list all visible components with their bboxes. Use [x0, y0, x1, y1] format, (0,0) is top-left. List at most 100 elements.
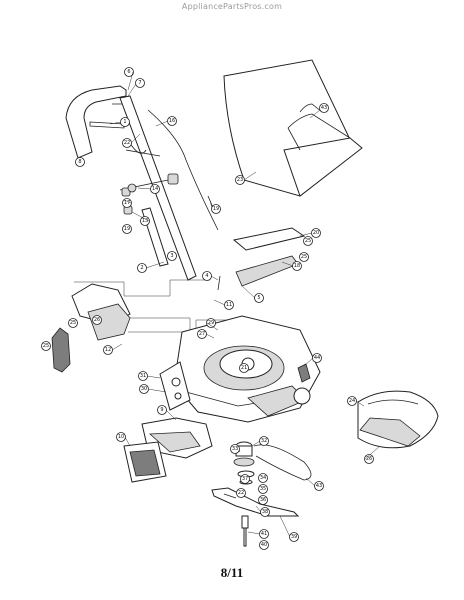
- svg-text:36: 36: [260, 497, 266, 503]
- svg-text:26: 26: [366, 456, 372, 462]
- svg-text:33: 33: [232, 446, 238, 452]
- callout-leaders: [109, 71, 381, 538]
- svg-text:12: 12: [105, 347, 111, 353]
- callout-41: 41: [259, 529, 269, 539]
- callout-6: 6: [124, 67, 134, 77]
- callout-5: 5: [254, 293, 264, 303]
- drive-belt: [253, 444, 312, 481]
- svg-text:39: 39: [291, 534, 297, 540]
- svg-text:40: 40: [261, 542, 267, 548]
- svg-text:1: 1: [123, 119, 126, 125]
- callout-25-door: 25: [303, 236, 313, 246]
- svg-text:25: 25: [305, 238, 311, 244]
- callout-20: 20: [311, 228, 321, 238]
- assembly-guide-lines: [74, 279, 240, 333]
- callout-18: 18: [292, 261, 302, 271]
- callout-2: 2: [137, 263, 147, 273]
- callout-22-blade: 22: [236, 488, 246, 498]
- rear-door: [217, 227, 306, 291]
- svg-text:8: 8: [78, 159, 81, 165]
- svg-text:17: 17: [124, 200, 130, 206]
- callout-8: 8: [75, 157, 85, 167]
- callout-16: 16: [167, 116, 177, 126]
- callout-35: 35: [258, 484, 268, 494]
- callout-32: 32: [259, 436, 269, 446]
- front-skirt: [357, 390, 439, 449]
- svg-text:3: 3: [170, 253, 173, 259]
- handle-knobs: [121, 173, 215, 215]
- callout-43-bag: 43: [319, 103, 329, 113]
- svg-text:30: 30: [141, 386, 147, 392]
- svg-text:10: 10: [118, 434, 124, 440]
- svg-text:38: 38: [262, 509, 268, 515]
- svg-text:19: 19: [213, 206, 219, 212]
- svg-text:9: 9: [160, 407, 163, 413]
- svg-text:14: 14: [152, 186, 158, 192]
- svg-text:43: 43: [321, 105, 327, 111]
- svg-text:35: 35: [260, 486, 266, 492]
- callout-19-right: 19: [211, 204, 221, 214]
- callout-4: 4: [202, 271, 212, 281]
- air-filter: [123, 441, 167, 483]
- callout-14: 14: [150, 184, 160, 194]
- svg-text:25: 25: [70, 320, 76, 326]
- callout-29: 29: [206, 318, 216, 328]
- callout-13: 13: [140, 216, 150, 226]
- callout-26-skirt: 26: [364, 454, 374, 464]
- svg-text:20: 20: [313, 230, 319, 236]
- site-watermark: AppliancePartsPros.com: [181, 2, 283, 11]
- callout-1: 1: [120, 117, 130, 127]
- callout-33: 33: [230, 444, 240, 454]
- svg-text:5: 5: [257, 295, 260, 301]
- callout-30: 30: [139, 384, 149, 394]
- callout-40: 40: [259, 540, 269, 550]
- callout-19-left: 19: [122, 224, 132, 234]
- svg-text:29: 29: [208, 320, 214, 326]
- callout-34: 34: [258, 473, 268, 483]
- callout-9: 9: [157, 405, 167, 415]
- svg-text:43: 43: [316, 483, 322, 489]
- callout-22-upper: 22: [122, 138, 132, 148]
- callout-17: 17: [122, 198, 132, 208]
- svg-text:34: 34: [260, 475, 266, 481]
- svg-text:6: 6: [127, 69, 130, 75]
- callout-23: 23: [235, 175, 245, 185]
- svg-text:19: 19: [124, 226, 130, 232]
- svg-text:18: 18: [294, 263, 300, 269]
- callout-24: 24: [347, 396, 357, 406]
- svg-text:23: 23: [237, 177, 243, 183]
- callout-25-plug: 25: [68, 318, 78, 328]
- callout-36: 36: [258, 495, 268, 505]
- svg-text:4: 4: [205, 273, 208, 279]
- svg-text:22: 22: [124, 140, 130, 146]
- svg-text:11: 11: [226, 302, 232, 308]
- svg-text:13: 13: [142, 218, 148, 224]
- drive-unit: [247, 363, 311, 417]
- callout-25-trim: 25: [299, 252, 309, 262]
- blade-bolt: [241, 515, 249, 547]
- grass-plug: [51, 327, 71, 373]
- callout-38: 38: [260, 507, 270, 517]
- grass-bag: [223, 59, 363, 197]
- callout-25-left: 25: [41, 341, 51, 351]
- svg-text:25: 25: [301, 254, 307, 260]
- callout-39: 39: [289, 532, 299, 542]
- mower-blade: [211, 487, 300, 517]
- callout-26-chute: 26: [92, 315, 102, 325]
- svg-text:22: 22: [238, 490, 244, 496]
- callout-7: 7: [135, 78, 145, 88]
- svg-text:31: 31: [140, 373, 146, 379]
- callout-43-belt: 43: [314, 481, 324, 491]
- svg-text:37: 37: [242, 476, 248, 482]
- callout-3-upper: 3: [167, 251, 177, 261]
- svg-text:25: 25: [43, 343, 49, 349]
- callout-44: 44: [312, 353, 322, 363]
- callout-37: 37: [240, 474, 250, 484]
- callout-31: 31: [138, 371, 148, 381]
- callout-12: 12: [103, 345, 113, 355]
- svg-text:32: 32: [261, 438, 267, 444]
- svg-text:27: 27: [199, 331, 205, 337]
- callout-21: 21: [239, 363, 249, 373]
- discharge-deflector: [71, 283, 131, 341]
